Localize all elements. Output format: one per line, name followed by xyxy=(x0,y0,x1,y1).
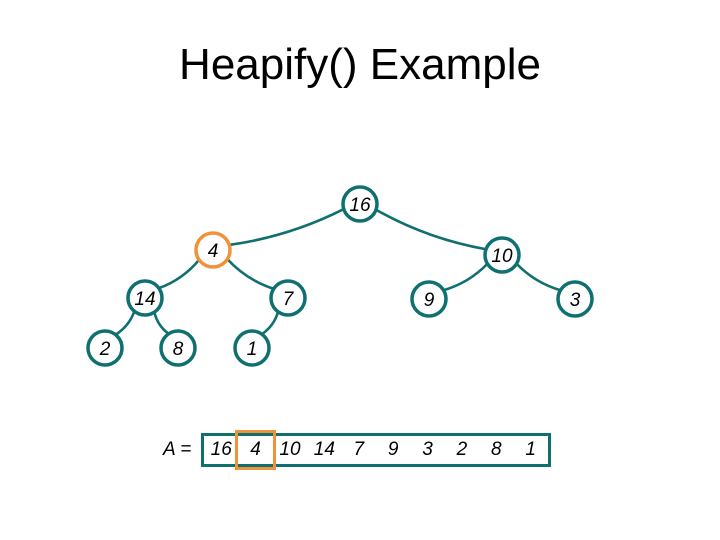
array-label: A = xyxy=(163,439,192,460)
node-value: 8 xyxy=(173,339,184,360)
tree-edge-n4-n8 xyxy=(114,310,136,336)
tree-nodes: 16 4 10 14 7 9 3 2 8 1 xyxy=(86,185,594,367)
node-value: 1 xyxy=(247,339,258,360)
array-cell: 4 xyxy=(235,430,276,470)
array-cell: 14 xyxy=(313,439,335,460)
node-circle xyxy=(483,236,521,274)
tree-edge-n1-n3 xyxy=(375,208,487,251)
array-cell: 8 xyxy=(491,439,502,460)
tree-node-n2: 4 xyxy=(194,231,232,269)
slide-title: Heapify() Example xyxy=(179,40,541,89)
array-cell: 16 xyxy=(210,439,232,460)
tree-node-n6: 9 xyxy=(410,280,448,318)
node-value: 16 xyxy=(349,195,371,216)
tree-node-n8: 2 xyxy=(86,329,124,367)
tree-node-n3: 10 xyxy=(483,236,521,274)
node-value: 10 xyxy=(491,246,513,267)
tree-node-n9: 8 xyxy=(159,329,197,367)
tree-edge-n4-n9 xyxy=(153,311,170,335)
node-circle xyxy=(233,329,271,367)
array-cell: 9 xyxy=(387,439,399,460)
node-value: 9 xyxy=(424,290,435,311)
node-value: 4 xyxy=(208,241,219,262)
tree-edge-n3-n7 xyxy=(515,262,561,292)
node-value: 3 xyxy=(570,290,581,311)
array-cell: 1 xyxy=(525,439,536,460)
node-circle xyxy=(126,279,164,317)
node-circle xyxy=(159,329,197,367)
node-value: 14 xyxy=(134,289,155,310)
array-cell: 10 xyxy=(279,439,301,460)
node-circle xyxy=(341,185,379,223)
tree-edge-n1-n2 xyxy=(229,207,345,247)
tree-node-n1: 16 xyxy=(341,185,379,223)
node-circle xyxy=(410,280,448,318)
node-circle xyxy=(194,231,232,269)
node-value: 2 xyxy=(99,339,111,360)
tree-edge-n3-n6 xyxy=(443,262,489,292)
node-circle xyxy=(556,280,594,318)
tree-edge-n2-n4 xyxy=(158,258,201,290)
array-cell: 7 xyxy=(353,439,365,460)
node-circle xyxy=(269,279,307,317)
array-cell: 2 xyxy=(456,439,468,460)
tree-edge-n2-n5 xyxy=(226,258,275,291)
node-value: 7 xyxy=(283,289,295,310)
tree-edge-n5-n10 xyxy=(261,311,280,336)
tree-node-n5: 7 xyxy=(269,279,307,317)
tree-node-n7: 3 xyxy=(556,280,594,318)
node-circle xyxy=(86,329,124,367)
tree-edges xyxy=(114,207,561,336)
array-cell: 3 xyxy=(422,439,433,460)
tree-node-n10: 1 xyxy=(233,329,271,367)
tree-node-n4: 14 xyxy=(126,279,164,317)
